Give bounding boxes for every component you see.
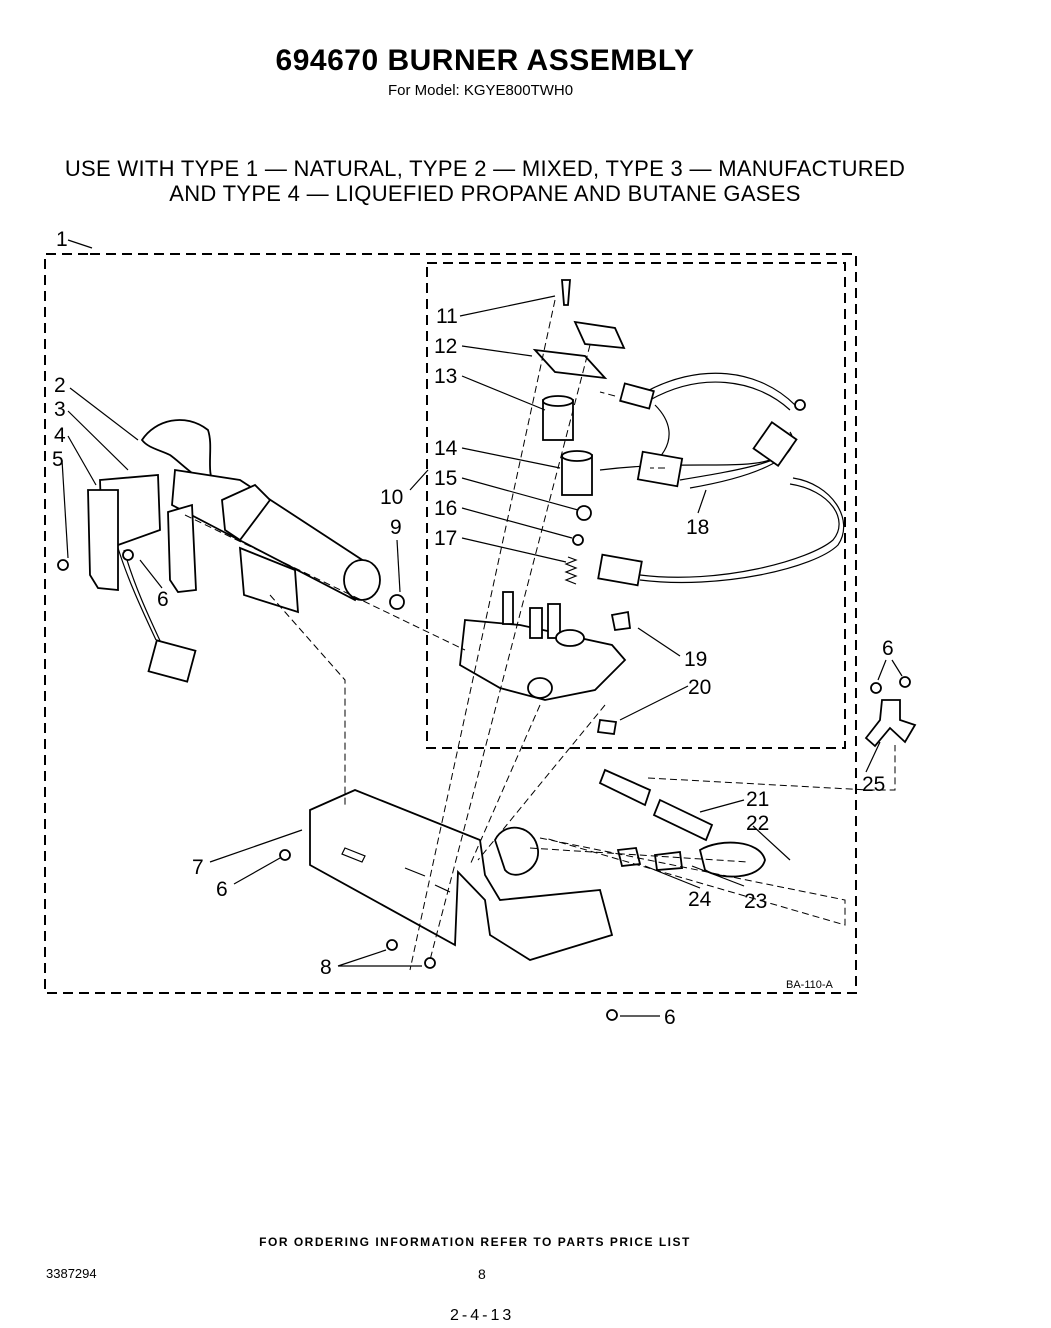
bracket-12-top	[573, 320, 626, 350]
usage-note-line-1: USE WITH TYPE 1 — NATURAL, TYPE 2 — MIXE…	[64, 156, 906, 181]
callout-6-bracket: 6	[216, 878, 228, 901]
callout-13: 13	[434, 365, 457, 388]
callout-8: 8	[320, 956, 332, 979]
cap-15	[576, 505, 592, 521]
callout-2: 2	[54, 374, 66, 397]
valve-regulator	[555, 629, 585, 647]
ordering-note: FOR ORDERING INFORMATION REFER TO PARTS …	[259, 1235, 691, 1249]
callout-14: 14	[434, 437, 458, 460]
alignment-lines	[184, 299, 896, 971]
callout-6-igniter: 6	[157, 588, 169, 611]
valve-post-3	[547, 603, 561, 639]
model-line: For Model: KGYE800TWH0	[388, 82, 574, 99]
tube-21-upper	[598, 768, 652, 807]
harness-terminal	[794, 399, 806, 411]
callout-16: 16	[434, 497, 457, 520]
callout-23: 23	[744, 890, 767, 913]
igniter-wire	[117, 547, 163, 646]
valve-outlet	[527, 677, 553, 699]
screw-5	[57, 559, 69, 571]
diagram-code: BA-110-A	[786, 979, 834, 991]
callout-6-right: 6	[882, 637, 894, 660]
usage-note-line-2: AND TYPE 4 — LIQUEFIED PROPANE AND BUTAN…	[169, 181, 801, 206]
coil-13-top	[542, 395, 574, 407]
callout-17: 17	[434, 527, 457, 550]
screw-8-a	[386, 939, 398, 951]
callout-11: 11	[436, 305, 458, 328]
valve-post-2	[529, 607, 543, 639]
callout-labels: 1 2 3 4 5 6 6 6 6 6 7 8 9 10 11 12 13 14…	[52, 228, 894, 1029]
bracket-ear	[494, 826, 539, 876]
igniter-connector	[147, 639, 197, 683]
callout-4: 4	[54, 424, 66, 447]
page-title: 694670 BURNER ASSEMBLY	[275, 44, 695, 77]
harness-connector-c	[752, 421, 798, 467]
burner-assembly-group	[57, 419, 405, 683]
burner-tube-mouth	[343, 559, 381, 601]
valve-assembly-group	[459, 279, 845, 736]
callout-22: 22	[746, 812, 769, 835]
igniter-plate	[167, 503, 197, 593]
callout-19: 19	[684, 648, 707, 671]
wire-harness-18	[599, 372, 845, 584]
bracket-assembly-group	[279, 676, 917, 1021]
pressure-tap-19	[610, 610, 632, 632]
orifice-assembly-22	[698, 841, 766, 878]
coil-14-top	[561, 450, 593, 462]
bracket-25	[864, 699, 917, 748]
plug-20	[596, 718, 618, 736]
callout-9: 9	[390, 516, 402, 539]
screw-6-left	[122, 549, 134, 561]
callout-3: 3	[54, 398, 66, 421]
leader-lines	[61, 239, 903, 1017]
harness-connector-b	[636, 450, 684, 488]
burner-shield	[238, 546, 299, 614]
nut-24	[616, 847, 642, 867]
harness-connector-a	[619, 382, 655, 410]
orifice-23	[653, 850, 684, 871]
callout-5: 5	[52, 448, 64, 471]
screw-6-right-a	[870, 682, 882, 694]
screw-11	[561, 279, 571, 306]
document-number: 3387294	[46, 1266, 97, 1281]
callout-15: 15	[434, 467, 457, 490]
harness-connector-d	[597, 553, 643, 587]
assembly-boundary	[44, 253, 857, 994]
burner-tube-bracket	[221, 483, 272, 542]
valve-post-1	[502, 591, 514, 625]
screw-6-bracket	[279, 849, 291, 861]
callout-21: 21	[746, 788, 769, 811]
screw-6-right-b	[899, 676, 911, 688]
spring-17	[564, 556, 578, 585]
tube-21	[652, 798, 714, 842]
screw-8-b	[424, 957, 436, 969]
callout-12: 12	[434, 335, 457, 358]
screw-6-bottom	[606, 1009, 618, 1021]
callout-25: 25	[862, 773, 885, 796]
callout-24: 24	[688, 888, 712, 911]
callout-1: 1	[56, 228, 68, 251]
callout-6-bottom: 6	[664, 1006, 676, 1029]
handwritten-mark: 2-4-13	[450, 1307, 515, 1324]
callout-20: 20	[688, 676, 711, 699]
plunger-16	[572, 534, 584, 546]
callout-7: 7	[192, 856, 204, 879]
coil-clip-12	[532, 348, 608, 380]
igniter-mount	[87, 489, 119, 591]
callout-18: 18	[686, 516, 709, 539]
page-number: 8	[478, 1266, 486, 1282]
valve-subassembly-boundary	[426, 262, 846, 749]
mounting-bracket-7	[309, 789, 614, 961]
nut-9	[389, 594, 405, 610]
callout-10: 10	[380, 486, 403, 509]
